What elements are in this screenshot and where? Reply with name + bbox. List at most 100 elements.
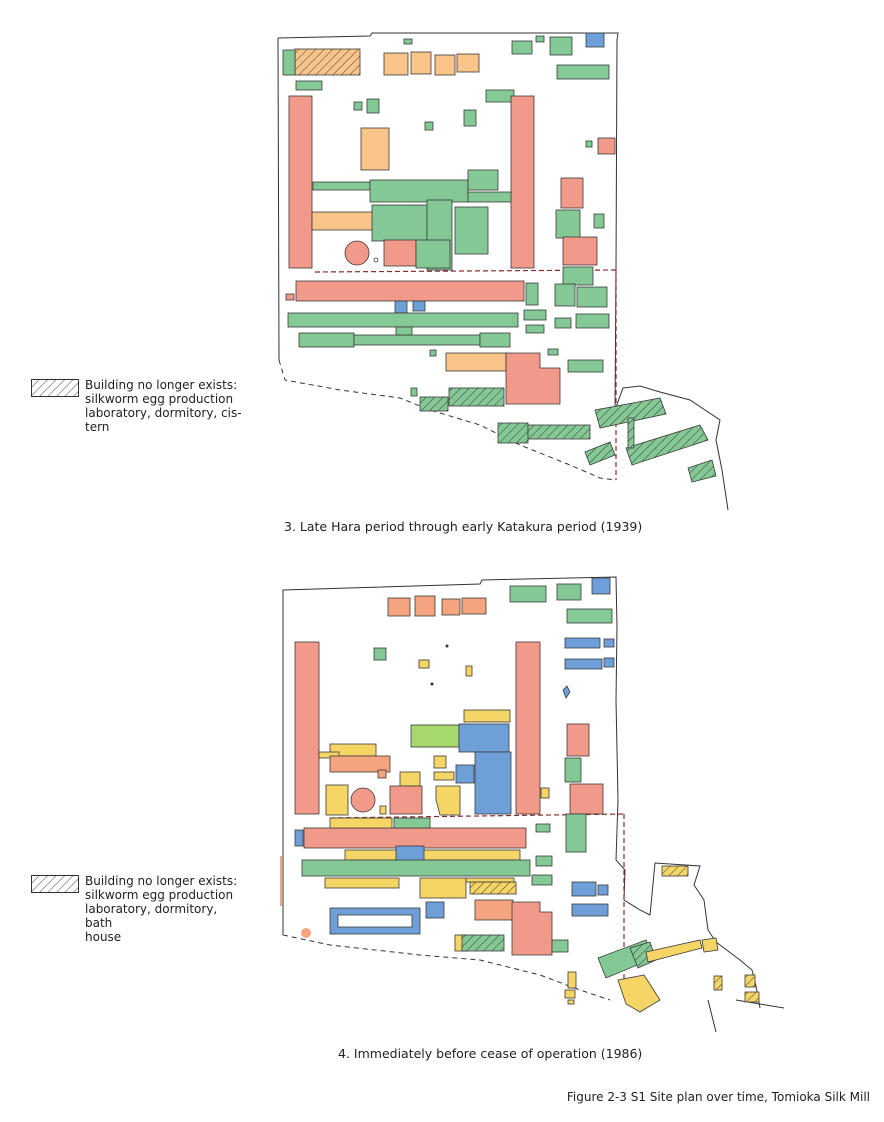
building — [445, 352, 507, 372]
building — [295, 80, 323, 91]
building — [567, 359, 604, 373]
building — [294, 829, 304, 847]
building — [433, 755, 447, 769]
building — [564, 658, 603, 670]
building — [395, 326, 413, 336]
building — [454, 206, 489, 255]
building — [337, 914, 413, 928]
building — [325, 784, 349, 816]
building — [554, 317, 572, 329]
building — [603, 657, 615, 668]
building — [373, 257, 379, 263]
building — [366, 98, 380, 114]
building — [547, 348, 559, 356]
building — [455, 764, 475, 784]
building — [424, 121, 434, 131]
building — [435, 785, 461, 816]
building — [414, 595, 436, 617]
building — [415, 239, 451, 269]
lost-building — [744, 991, 760, 1003]
building — [593, 213, 605, 229]
building — [303, 827, 527, 849]
building — [562, 266, 594, 286]
building — [360, 127, 390, 171]
lost-building — [627, 417, 635, 449]
building — [389, 785, 423, 815]
building — [394, 300, 408, 314]
building — [474, 899, 514, 921]
building — [571, 903, 609, 917]
building — [344, 849, 521, 861]
site-boundary — [277, 32, 729, 511]
building — [523, 309, 547, 321]
building — [463, 709, 511, 723]
building — [463, 109, 477, 127]
building — [515, 641, 541, 815]
building — [485, 89, 515, 103]
lost-building — [527, 424, 591, 440]
building — [467, 169, 499, 191]
building — [540, 787, 550, 799]
building — [603, 638, 615, 648]
building — [318, 751, 340, 759]
building — [535, 855, 553, 867]
building — [403, 38, 413, 45]
building — [410, 387, 418, 397]
building — [383, 239, 417, 267]
building — [395, 845, 425, 863]
building — [567, 971, 577, 989]
legend-text: Building no longer exists: silkworm egg … — [85, 378, 242, 434]
building — [369, 179, 469, 203]
lost-building — [661, 865, 689, 877]
building — [562, 685, 571, 699]
building — [505, 352, 561, 405]
building — [525, 324, 545, 334]
lost-building — [497, 422, 529, 444]
building — [419, 877, 467, 899]
building — [564, 637, 601, 649]
building — [410, 51, 432, 75]
building — [556, 583, 582, 601]
building — [564, 757, 582, 783]
lost-building — [687, 459, 717, 483]
building — [425, 901, 445, 919]
building — [525, 282, 539, 306]
building — [441, 598, 461, 616]
building — [353, 334, 481, 346]
hatched-swatch — [31, 379, 79, 397]
building — [412, 300, 426, 312]
building — [566, 723, 590, 757]
lost-building — [594, 397, 667, 429]
building — [535, 35, 545, 43]
building — [434, 54, 456, 76]
building — [387, 597, 411, 617]
building — [393, 817, 431, 829]
building — [288, 95, 313, 269]
building — [565, 813, 587, 853]
building — [379, 805, 387, 815]
building — [298, 332, 355, 348]
building — [350, 787, 376, 813]
site-boundary-dashed — [278, 359, 617, 481]
building — [301, 859, 531, 877]
building — [474, 751, 512, 815]
building — [645, 939, 703, 963]
building — [433, 771, 455, 781]
building — [285, 293, 295, 301]
building — [344, 240, 370, 266]
building — [312, 181, 371, 191]
building — [295, 280, 525, 302]
building — [509, 585, 547, 603]
building — [567, 999, 575, 1005]
figure-caption: Figure 2-3 S1 Site plan over time, Tomio… — [566, 1090, 870, 1104]
building — [458, 723, 510, 753]
legend-text: Building no longer exists: silkworm egg … — [85, 874, 238, 944]
lost-building — [469, 881, 517, 895]
building — [571, 881, 597, 897]
lost-building — [744, 974, 756, 988]
building — [479, 332, 511, 348]
building — [465, 877, 515, 883]
building — [377, 769, 387, 779]
legend-1939: Building no longer exists: silkworm egg … — [31, 378, 245, 434]
building — [371, 204, 428, 242]
